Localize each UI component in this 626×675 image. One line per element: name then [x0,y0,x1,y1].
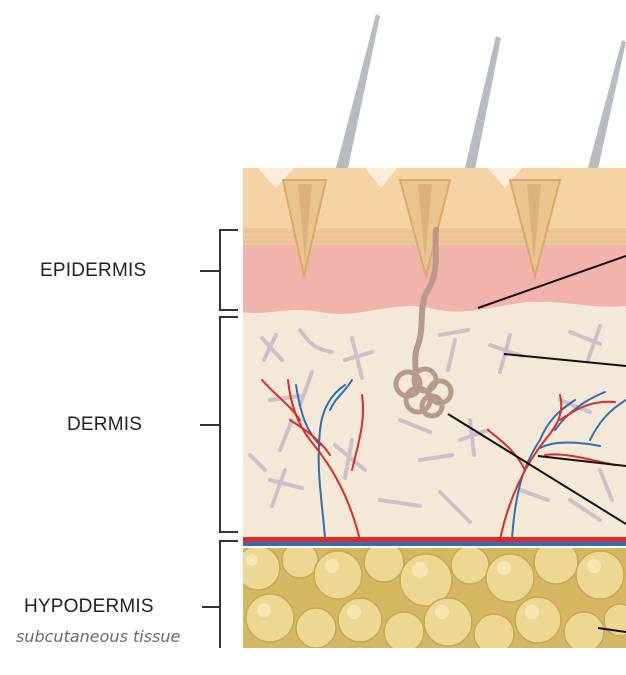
dermis-bracket [220,317,238,532]
hypodermis-sublabel: subcutaneous tissue [14,627,182,646]
artery-band [243,537,626,542]
epidermis-bracket [220,230,238,310]
hypodermis-label: HYPODERMIS [24,596,154,618]
epidermis-label: EPIDERMIS [40,260,146,282]
vein-band [243,542,626,546]
dermis-label: DERMIS [67,414,142,436]
hypodermis-layer [236,540,626,654]
hypodermis-bracket [220,541,238,648]
hair-shaft [336,14,380,168]
layer-brackets [200,230,238,648]
